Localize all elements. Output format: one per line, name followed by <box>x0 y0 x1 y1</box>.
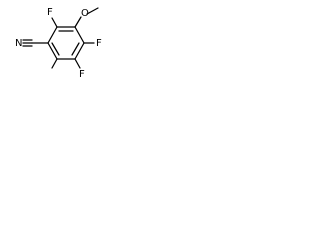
ring-bond-3 <box>74 26 85 44</box>
methoxy-oxygen-label: O <box>81 8 89 19</box>
methyl-bond <box>51 58 58 69</box>
nitrile-nitrogen-label: N <box>15 38 22 49</box>
ring-double-bond-inner-2 <box>71 42 80 56</box>
methoxy-o-bond <box>74 16 82 28</box>
ring-double-bond-inner-3 <box>51 42 60 56</box>
chemical-structure: N F O F F <box>15 7 102 80</box>
top-fluorine-label: F <box>47 7 53 18</box>
right-fluorine-label: F <box>96 38 102 49</box>
methoxy-methyl-bond <box>86 7 99 15</box>
ring-bond-6 <box>47 42 58 60</box>
lower-fluoro-bond <box>74 58 81 69</box>
molecule-diagram: N F O F F <box>0 0 110 82</box>
lower-fluorine-label: F <box>79 69 85 80</box>
ring-bond-1 <box>47 26 58 44</box>
top-fluoro-bond <box>51 17 58 28</box>
ring-bond-4 <box>74 42 85 60</box>
